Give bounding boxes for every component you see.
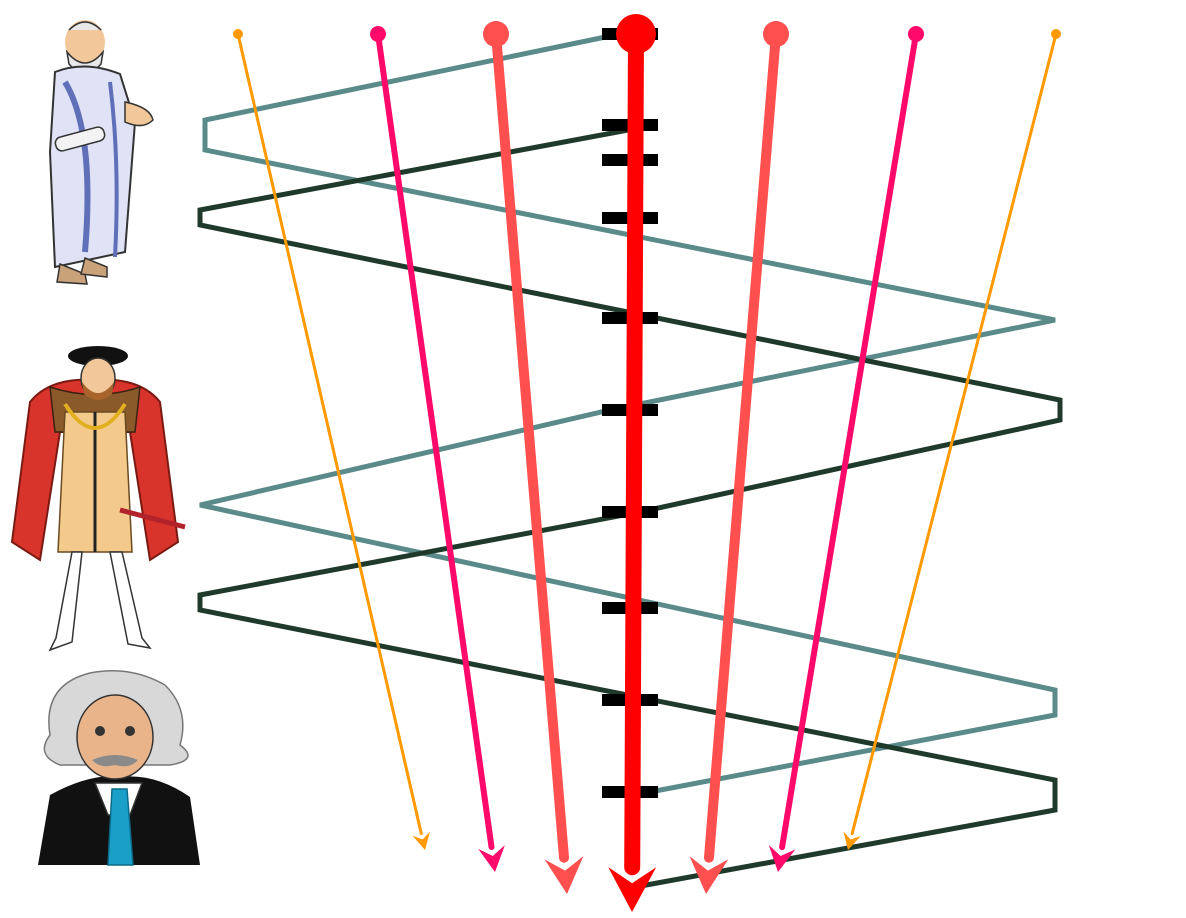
philosopher-figure bbox=[50, 20, 153, 284]
arrow-origin-dot bbox=[1051, 29, 1061, 39]
king-figure bbox=[12, 346, 185, 650]
arrow-shaft bbox=[496, 34, 564, 858]
arrow-orange-left bbox=[233, 29, 430, 850]
arrow-pink-left bbox=[370, 26, 505, 872]
arrow-origin-dot bbox=[483, 21, 509, 47]
arrow-shaft bbox=[632, 34, 636, 867]
arrow-origin-dot bbox=[233, 29, 243, 39]
arrow-red-center bbox=[608, 14, 656, 912]
arrow-shaft bbox=[852, 34, 1056, 834]
arrow-shaft bbox=[782, 34, 916, 847]
arrow-shaft bbox=[709, 34, 776, 858]
arrow-origin-dot bbox=[763, 21, 789, 47]
arrow-origin-dot bbox=[616, 14, 656, 54]
einstein-figure bbox=[38, 671, 200, 865]
converging-arrows bbox=[233, 14, 1061, 912]
arrow-origin-dot bbox=[908, 26, 924, 42]
arrow-orange-right bbox=[843, 29, 1061, 850]
arrow-salmon-right bbox=[690, 21, 789, 894]
arrow-origin-dot bbox=[370, 26, 386, 42]
